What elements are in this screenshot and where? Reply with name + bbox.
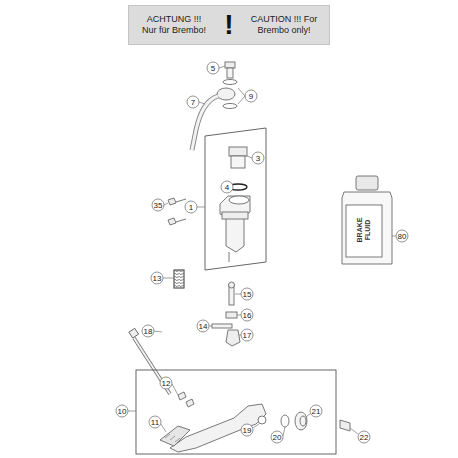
callout-number: 16	[243, 311, 252, 320]
callout-number: 14	[199, 322, 208, 331]
callout-number: 20	[273, 433, 282, 442]
leader-lines	[128, 66, 396, 436]
callout-number: 15	[243, 290, 252, 299]
callout-number: 35	[154, 201, 163, 210]
warning-sign: !	[224, 10, 233, 40]
callout-number: 19	[243, 426, 252, 435]
callout-number: 5	[211, 64, 215, 73]
warning-text: CAUTION !!! For Brembo only!	[249, 14, 319, 36]
warning-text: ACHTUNG !!! Nur für Brembo!	[139, 14, 209, 36]
callout-number: 3	[256, 154, 260, 163]
callout-number: 13	[153, 274, 162, 283]
callout-number: 80	[398, 232, 407, 241]
callout-number: 22	[360, 433, 369, 442]
callout-number: 4	[225, 183, 229, 192]
callout-number: 1	[189, 203, 193, 212]
part-drawings	[129, 62, 392, 454]
callout-number: 21	[312, 407, 321, 416]
warning-banner: ACHTUNG !!! Nur für Brembo!! CAUTION !!! …	[128, 5, 330, 45]
callout-number: 11	[151, 418, 159, 427]
callout-number: 18	[144, 327, 153, 336]
callout-number: 7	[191, 98, 195, 107]
bottle-label: BRAKE FLUID	[356, 214, 372, 246]
callout-number: 9	[249, 92, 253, 101]
callout-circles	[116, 62, 408, 443]
callout-number: 12	[162, 379, 171, 388]
callout-number: 17	[243, 331, 252, 340]
callout-number: 10	[118, 407, 127, 416]
